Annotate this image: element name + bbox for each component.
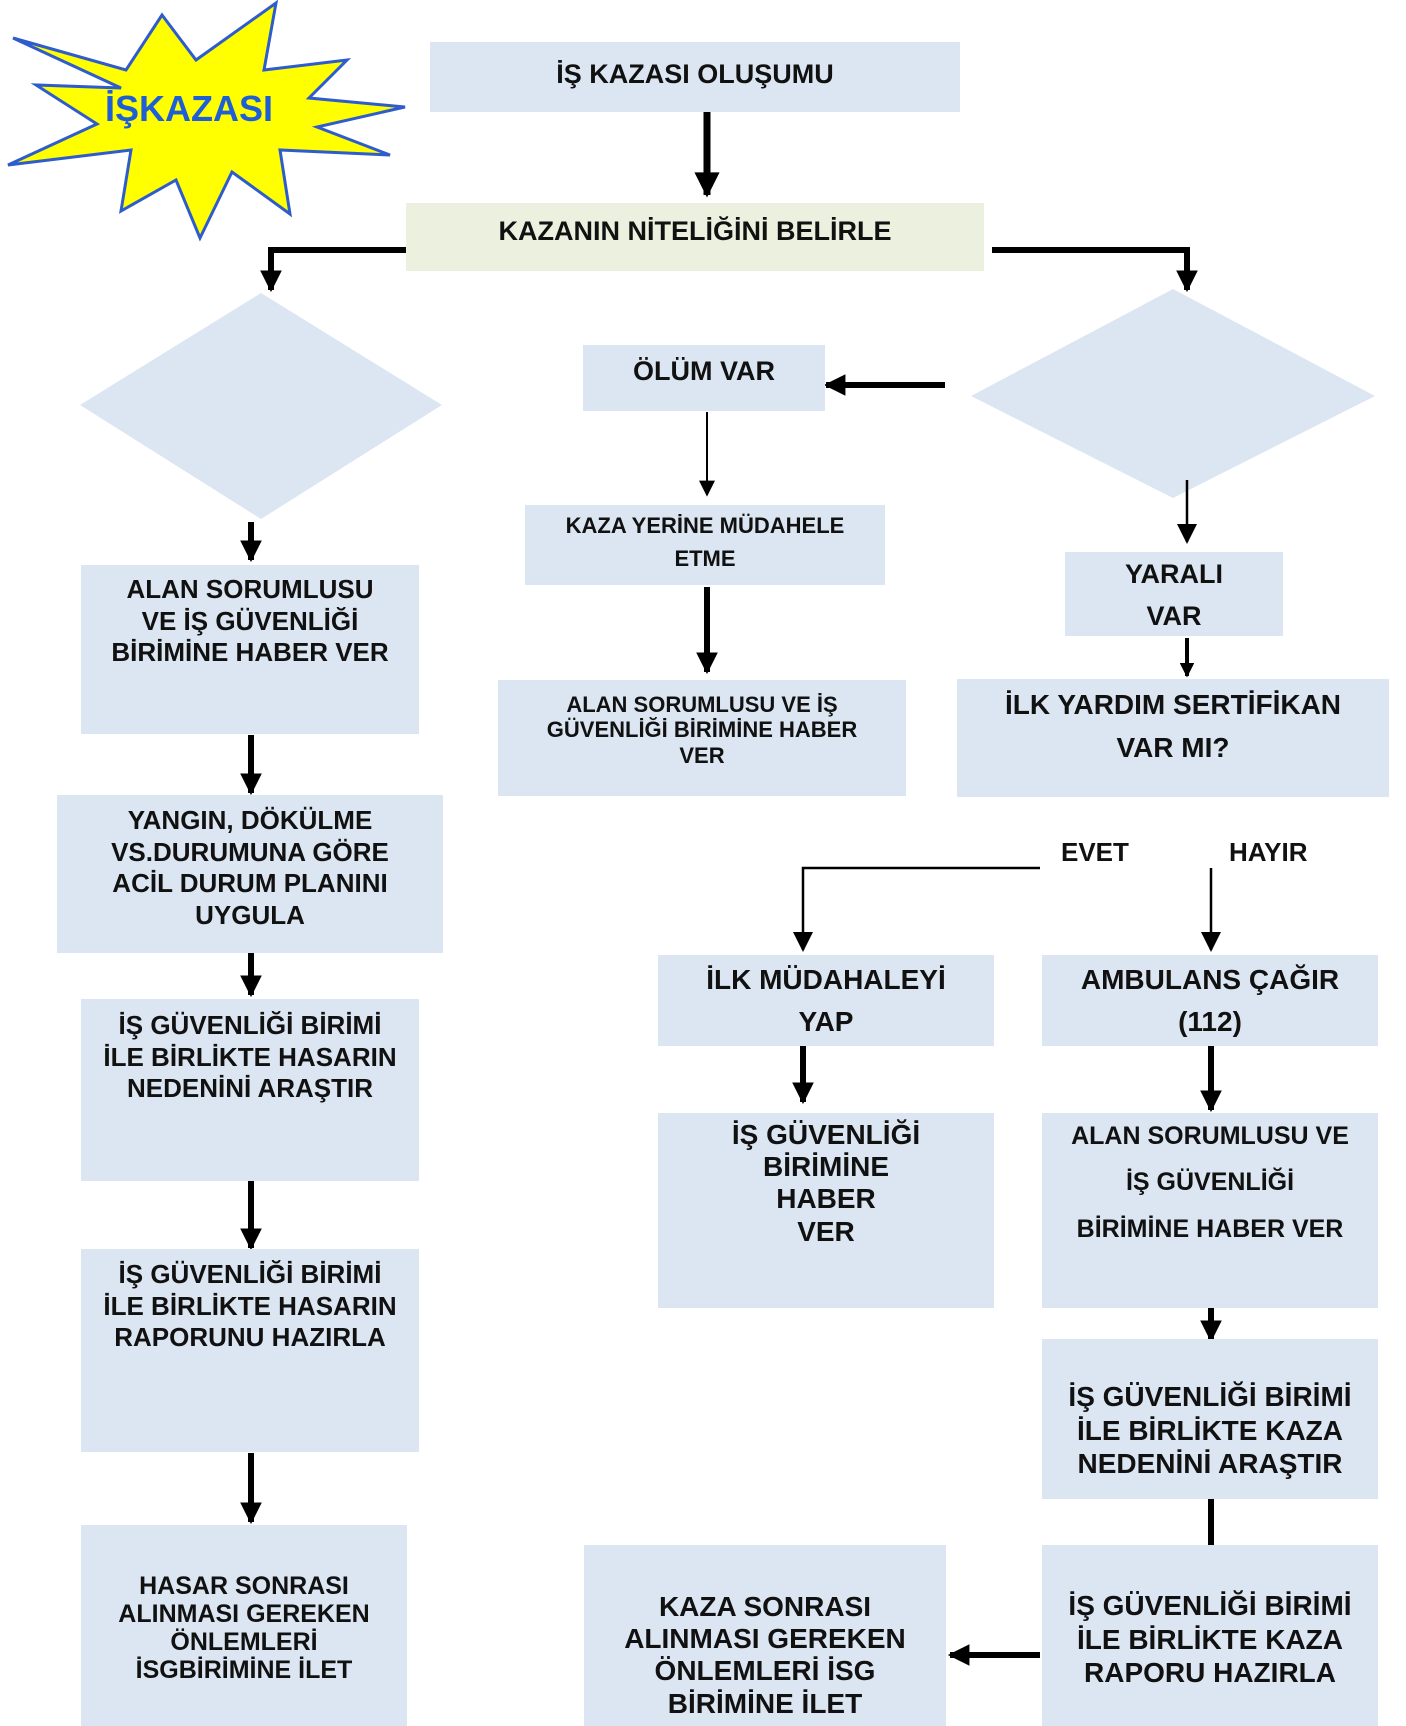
- damage-report-line: İŞ GÜVENLİĞİ BİRİMİ: [118, 1259, 382, 1289]
- damage-prevent-line: ALINMASI GEREKEN: [118, 1600, 370, 1628]
- first-aid-q-line: VAR MI?: [1116, 732, 1230, 764]
- branch-no-label: HAYIR: [1229, 837, 1308, 867]
- first-aid-question-box: İLK YARDIM SERTİFİKAN VAR MI?: [957, 679, 1389, 797]
- emergency-line: YANGIN, DÖKÜLME: [127, 805, 373, 835]
- burst-shape: [7, 0, 406, 242]
- notify-right-line: İŞ GÜVENLİĞİ: [1125, 1168, 1295, 1197]
- notify-isg-line: HABER: [776, 1183, 876, 1215]
- notify-right-box: ALAN SORUMLUSU VE İŞ GÜVENLİĞİ BİRİMİNE HA…: [1042, 1113, 1378, 1308]
- notify-isg-line: İŞ GÜVENLİĞİ: [731, 1119, 921, 1150]
- first-aid-box: İLK MÜDAHALEYİ YAP: [658, 955, 994, 1046]
- ambulance-line: (112): [1178, 1006, 1242, 1037]
- left-notify-line: BİRİMİNE HABER VER: [111, 637, 389, 668]
- determine-box: KAZANIN NİTELİĞİNİ BELİRLE: [406, 203, 984, 271]
- accident-prevent-line: ÖNLEMLERİ İSG: [654, 1655, 876, 1687]
- emergency-line: VS.DURUMUNA GÖRE: [111, 836, 389, 867]
- left-decision-diamond: [80, 293, 442, 519]
- notify-mid-line: ALAN SORUMLUSU VE İŞ: [566, 692, 838, 717]
- notify-mid-line: VER: [679, 742, 725, 768]
- first-aid-line: YAP: [798, 1006, 854, 1037]
- emergency-line: UYGULA: [195, 900, 305, 931]
- notify-isg-line: BİRİMİNE: [763, 1151, 889, 1183]
- damage-prevent-line: İSGBİRİMİNE İLET: [135, 1656, 353, 1684]
- ambulance-line: AMBULANS ÇAĞIR: [1080, 964, 1340, 995]
- notify-isg-line: VER: [797, 1215, 855, 1247]
- damage-prevent-line: HASAR SONRASI: [139, 1572, 349, 1600]
- accident-report-line: RAPORU HAZIRLA: [1084, 1657, 1336, 1689]
- first-aid-line: İLK MÜDAHALEYİ: [706, 964, 946, 995]
- accident-cause-line: İŞ GÜVENLİĞİ BİRİMİ: [1068, 1381, 1352, 1412]
- right-decision-diamond: [971, 289, 1375, 498]
- branch-yes-label: EVET: [1061, 837, 1129, 867]
- damage-prevent-line: ÖNLEMLERİ: [170, 1628, 318, 1656]
- left-notify-line: VE İŞ GÜVENLİĞİ: [141, 605, 359, 636]
- start-line: İŞ KAZASI OLUŞUMU: [556, 59, 834, 89]
- damage-cause-line: İLE BİRLİKTE HASARIN: [103, 1041, 397, 1072]
- arrow-yes-branch: [793, 866, 1040, 952]
- damage-cause-line: NEDENİNİ ARAŞTIR: [126, 1073, 374, 1104]
- death-line: ÖLÜM VAR: [633, 356, 775, 386]
- damage-report-line: İLE BİRLİKTE HASARIN: [103, 1290, 397, 1321]
- no-intervene-box: KAZA YERİNE MÜDAHELE ETME: [525, 505, 885, 585]
- left-notify-line: ALAN SORUMLUSU: [126, 574, 374, 604]
- accident-cause-line: İLE BİRLİKTE KAZA: [1077, 1414, 1343, 1446]
- accident-report-line: İLE BİRLİKTE KAZA: [1077, 1623, 1343, 1655]
- notify-right-line: BİRİMİNE HABER VER: [1076, 1214, 1344, 1243]
- injured-line: VAR: [1146, 600, 1202, 631]
- first-aid-q-line: İLK YARDIM SERTİFİKAN: [1004, 689, 1342, 720]
- accident-prevent-line: BİRİMİNE İLET: [667, 1687, 863, 1719]
- no-intervene-line: KAZA YERİNE MÜDAHELE: [565, 513, 845, 538]
- no-intervene-line: ETME: [674, 546, 736, 571]
- accident-prevent-line: KAZA SONRASI: [658, 1591, 872, 1622]
- ambulance-box: AMBULANS ÇAĞIR (112): [1042, 955, 1378, 1046]
- notify-right-line: ALAN SORUMLUSU VE: [1071, 1122, 1349, 1150]
- accident-report-line: İŞ GÜVENLİĞİ BİRİMİ: [1068, 1590, 1352, 1621]
- burst-label: İŞKAZASI: [105, 88, 274, 129]
- accident-prevent-line: ALINMASI GEREKEN: [624, 1623, 906, 1655]
- damage-cause-line: İŞ GÜVENLİĞİ BİRİMİ: [118, 1010, 382, 1040]
- injured-line: YARALI: [1124, 559, 1224, 589]
- arrow-determine-left: [260, 247, 416, 293]
- death-box: ÖLÜM VAR: [583, 345, 825, 411]
- determine-line: KAZANIN NİTELİĞİNİ BELİRLE: [498, 216, 892, 246]
- injured-box: YARALI VAR: [1065, 552, 1283, 636]
- notify-mid-line: GÜVENLİĞİ BİRİMİNE HABER: [546, 717, 858, 743]
- arrow-determine-right: [992, 247, 1198, 293]
- emergency-line: ACİL DURUM PLANINI: [112, 868, 388, 899]
- accident-cause-line: NEDENİNİ ARAŞTIR: [1077, 1448, 1343, 1480]
- damage-report-line: RAPORUNU HAZIRLA: [114, 1322, 386, 1353]
- start-box: İŞ KAZASI OLUŞUMU: [430, 42, 960, 112]
